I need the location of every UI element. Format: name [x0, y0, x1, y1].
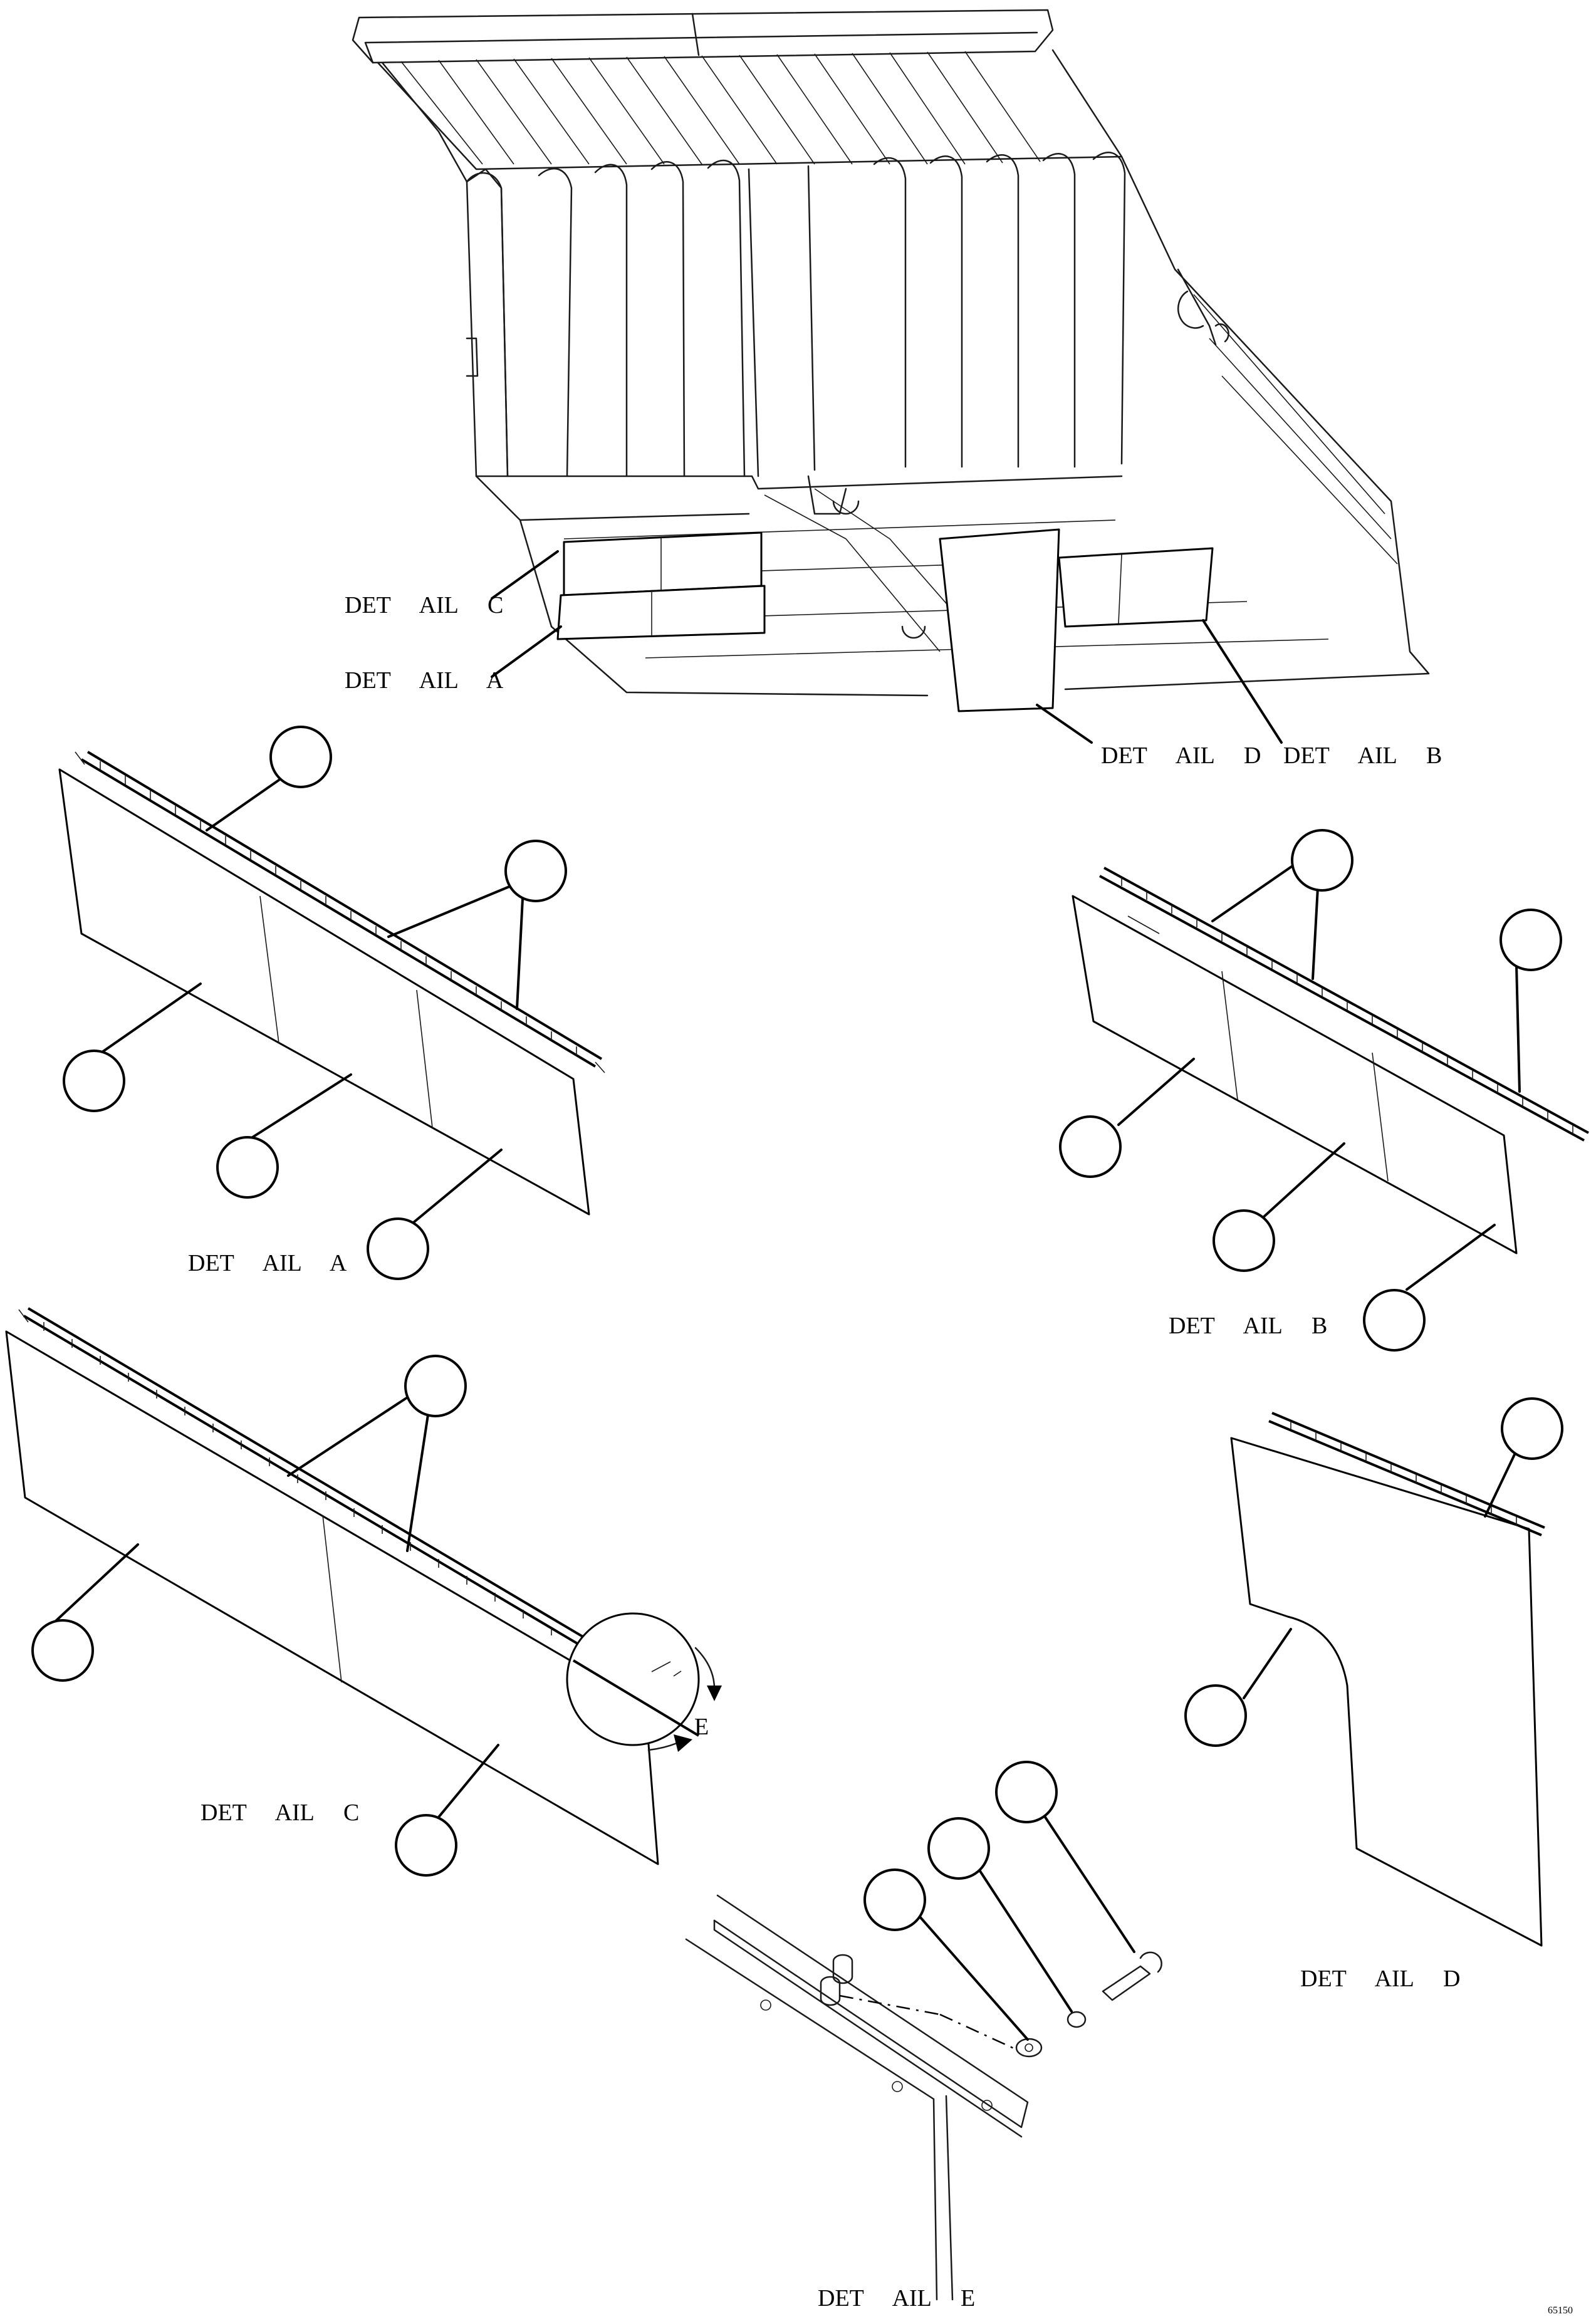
detail-a-title: DET AIL A	[188, 1250, 347, 1276]
arrowhead-down-icon	[707, 1686, 722, 1701]
detail-e-arrow-bottom	[647, 1742, 678, 1751]
detail-d-title: DET AIL D	[1300, 1966, 1460, 1992]
item-bubble-d1	[1501, 1397, 1563, 1460]
overview-label-detail-b: DET AIL B	[1283, 743, 1442, 769]
dump-body-overview: DET AIL C DET AIL A DET AIL D DET AIL B	[345, 9, 1442, 769]
detail-e-view: DET AIL E	[685, 1761, 1162, 2311]
detail-e-title: DET AIL E	[818, 2285, 975, 2311]
bolt-row-d	[1290, 1421, 1517, 1526]
overview-label-detail-d: DET AIL D	[1101, 743, 1261, 769]
item-bubble-a3	[63, 1050, 125, 1112]
item-bubble-e2	[927, 1817, 990, 1880]
item-bubble-e3	[995, 1761, 1058, 1823]
item-bubble-c3	[395, 1814, 457, 1877]
item-bubble-b5	[1363, 1289, 1426, 1352]
item-bubble-c2	[31, 1619, 94, 1682]
detail-b-view: DET AIL B	[1059, 829, 1589, 1352]
detail-b-title: DET AIL B	[1169, 1313, 1327, 1339]
detail-e-arrow-top	[694, 1647, 716, 1690]
item-bubble-b2	[1500, 909, 1562, 971]
item-bubble-a1	[269, 726, 332, 788]
item-bubble-d2	[1184, 1684, 1247, 1747]
item-bubble-b3	[1059, 1115, 1122, 1178]
overview-label-detail-a: DET AIL A	[345, 667, 504, 694]
detail-c-title: DET AIL C	[201, 1800, 359, 1826]
bolt-row-b	[1121, 877, 1573, 1134]
figure-number: 65150	[1548, 2305, 1573, 2316]
arrowhead-right-icon	[674, 1734, 692, 1752]
item-bubble-a2	[504, 840, 567, 902]
detail-e-magnifier-circle	[566, 1612, 700, 1746]
item-bubble-b1	[1291, 829, 1353, 892]
bolt-row-c	[43, 1322, 608, 1669]
detail-d-view: DET AIL D	[1184, 1397, 1563, 1992]
bolt-row-a	[100, 761, 577, 1055]
overview-label-detail-c: DET AIL C	[345, 592, 503, 618]
detail-a-view: DET AIL A	[58, 726, 605, 1280]
item-bubble-a4	[216, 1136, 279, 1199]
detail-c-view: E DET AIL C	[5, 1307, 722, 1877]
item-bubble-b4	[1213, 1209, 1275, 1272]
item-bubble-c1	[404, 1355, 467, 1417]
item-bubble-a5	[367, 1217, 429, 1280]
item-bubble-e1	[863, 1868, 926, 1931]
detail-e-callout: E	[694, 1714, 709, 1740]
